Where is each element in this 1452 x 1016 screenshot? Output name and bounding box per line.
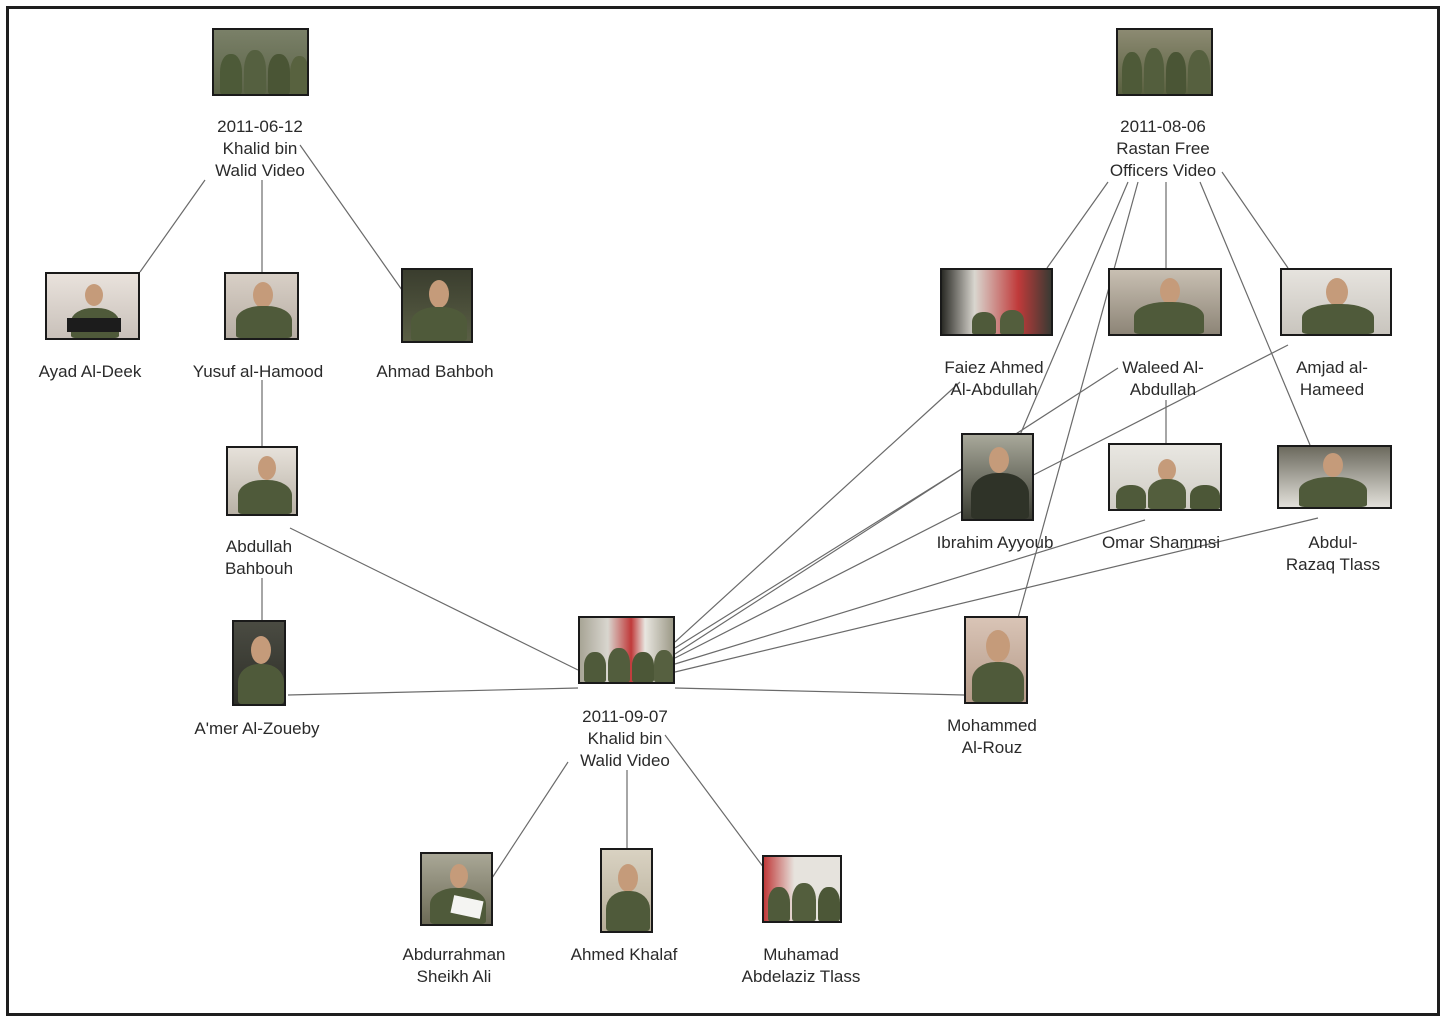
person-thumbnail[interactable] — [226, 446, 298, 516]
person-name: Waleed Al- — [1122, 358, 1204, 377]
person-label: Abdurrahman Sheikh Ali — [402, 944, 505, 988]
edge — [287, 687, 579, 696]
video-label: 2011-08-06 Rastan Free Officers Video — [1110, 116, 1216, 182]
person-name: Muhamad — [763, 945, 839, 964]
person-name: Abdullah — [225, 537, 293, 556]
video-title-line: Walid Video — [215, 161, 305, 180]
person-name: Abdelaziz Tlass — [741, 967, 861, 986]
person-label: Abdul- Razaq Tlass — [1286, 532, 1380, 576]
person-label: Abdullah Bahbouh — [225, 536, 293, 580]
person-thumbnail[interactable] — [762, 855, 842, 923]
person-label: Amjad al- Hameed — [1296, 357, 1368, 401]
edge — [1017, 181, 1139, 619]
person-thumbnail[interactable] — [420, 852, 493, 926]
person-label: Ayad Al-Deek — [39, 361, 142, 383]
person-label: Ibrahim Ayyoub — [937, 532, 1054, 554]
person-name: Ahmed Khalaf — [570, 945, 678, 964]
person-name: Hameed — [1299, 380, 1365, 399]
edge — [1221, 171, 1289, 269]
person-name: Mohammed — [947, 716, 1037, 735]
person-label: Muhamad Abdelaziz Tlass — [742, 944, 861, 988]
person-name: A'mer Al-Zoueby — [194, 719, 320, 738]
edge — [1019, 181, 1129, 436]
edge — [139, 179, 206, 273]
edge — [674, 687, 965, 696]
person-name: Al-Rouz — [961, 738, 1023, 757]
person-label: Faiez Ahmed Al-Abdullah — [944, 357, 1043, 401]
person-name: Sheikh Ali — [416, 967, 492, 986]
video-title-line: Walid Video — [580, 751, 670, 770]
person-thumbnail[interactable] — [940, 268, 1053, 336]
person-label: Mohammed Al-Rouz — [947, 715, 1037, 759]
edge — [1046, 181, 1109, 269]
video-label: 2011-06-12 Khalid bin Walid Video — [215, 116, 305, 182]
person-thumbnail[interactable] — [961, 433, 1034, 521]
video-date: 2011-06-12 — [217, 117, 303, 136]
person-thumbnail[interactable] — [232, 620, 286, 706]
person-label: Waleed Al- Abdullah — [1122, 357, 1204, 401]
person-name: Ayad Al-Deek — [38, 362, 142, 381]
edge — [674, 367, 1119, 655]
video-thumbnail[interactable] — [212, 28, 309, 96]
person-thumbnail[interactable] — [1108, 268, 1222, 336]
person-thumbnail[interactable] — [1280, 268, 1392, 336]
person-name: Faiez Ahmed — [944, 358, 1044, 377]
person-thumbnail[interactable] — [224, 272, 299, 340]
video-label: 2011-09-07 Khalid bin Walid Video — [580, 706, 670, 772]
person-thumbnail[interactable] — [401, 268, 473, 343]
person-name: Amjad al- — [1296, 358, 1368, 377]
person-name: Omar Shammsi — [1101, 533, 1221, 552]
edge — [289, 527, 579, 671]
video-title-line: Rastan Free — [1116, 139, 1210, 158]
edge — [664, 734, 765, 869]
person-label: Ahmed Khalaf — [571, 944, 678, 966]
video-thumbnail[interactable] — [578, 616, 675, 684]
person-thumbnail[interactable] — [1108, 443, 1222, 511]
person-thumbnail[interactable] — [45, 272, 140, 340]
person-name: Ibrahim Ayyoub — [936, 533, 1054, 552]
person-name: Ahmad Bahboh — [376, 362, 494, 381]
edge — [491, 761, 569, 879]
person-name: Abdul- — [1308, 533, 1358, 552]
edge — [674, 381, 961, 643]
person-name: Razaq Tlass — [1285, 555, 1381, 574]
person-label: Ahmad Bahboh — [376, 361, 493, 383]
edge — [674, 469, 961, 649]
person-name: Al-Abdullah — [950, 380, 1038, 399]
person-label: Yusuf al-Hamood — [193, 361, 323, 383]
edge — [674, 517, 1319, 673]
video-title-line: Khalid bin — [587, 729, 663, 748]
video-thumbnail[interactable] — [1116, 28, 1213, 96]
video-date: 2011-08-06 — [1120, 117, 1206, 136]
person-thumbnail[interactable] — [600, 848, 653, 933]
person-thumbnail[interactable] — [1277, 445, 1392, 509]
person-name: Abdullah — [1129, 380, 1197, 399]
person-label: Omar Shammsi — [1102, 532, 1220, 554]
video-title-line: Officers Video — [1109, 161, 1217, 180]
person-name: Bahbouh — [224, 559, 294, 578]
person-name: Yusuf al-Hamood — [192, 362, 324, 381]
person-name: Abdurrahman — [402, 945, 506, 964]
edge — [1199, 181, 1311, 446]
person-thumbnail[interactable] — [964, 616, 1028, 704]
video-title-line: Khalid bin — [222, 139, 298, 158]
person-label: A'mer Al-Zoueby — [194, 718, 319, 740]
video-date: 2011-09-07 — [582, 707, 668, 726]
edge — [299, 144, 403, 291]
edge — [674, 519, 1146, 665]
